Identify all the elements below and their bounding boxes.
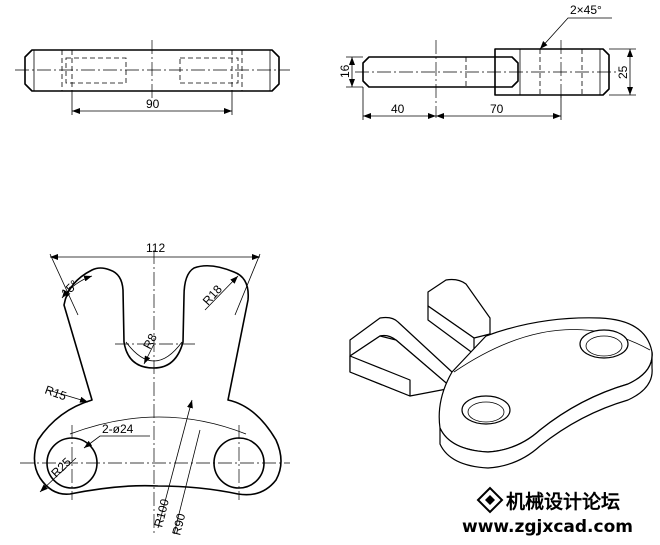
front-view: 90	[15, 40, 290, 115]
side-right-length-dim: 70	[490, 102, 504, 116]
isometric-view	[349, 278, 653, 469]
watermark: 机械设计论坛 www.zgjxcad.com	[462, 486, 633, 537]
side-height-dim: 25	[616, 65, 630, 79]
top-holes-dim: 2-ø24	[102, 422, 134, 436]
side-view: 16 25 40 70 2×45°	[338, 3, 636, 120]
side-left-length-dim: 40	[391, 102, 405, 116]
top-r90-dim: R90	[169, 512, 188, 537]
diamond-logo-icon	[476, 486, 504, 514]
top-overall-width-dim: 112	[146, 241, 165, 255]
top-r25-dim: R25	[48, 455, 74, 481]
top-view: 112 15° R18 R8 R15 2-ø24 R25 R100 R90	[20, 241, 290, 537]
front-width-dim: 90	[146, 97, 160, 111]
watermark-url: www.zgjxcad.com	[462, 517, 633, 537]
watermark-name: 机械设计论坛	[506, 490, 620, 513]
side-thickness-dim: 16	[338, 64, 352, 78]
top-r18-dim: R18	[200, 282, 225, 308]
side-chamfer-dim: 2×45°	[570, 3, 602, 17]
top-r15-dim: R15	[43, 383, 69, 404]
top-r8-dim: R8	[140, 331, 160, 351]
top-r100-dim: R100	[151, 497, 172, 529]
